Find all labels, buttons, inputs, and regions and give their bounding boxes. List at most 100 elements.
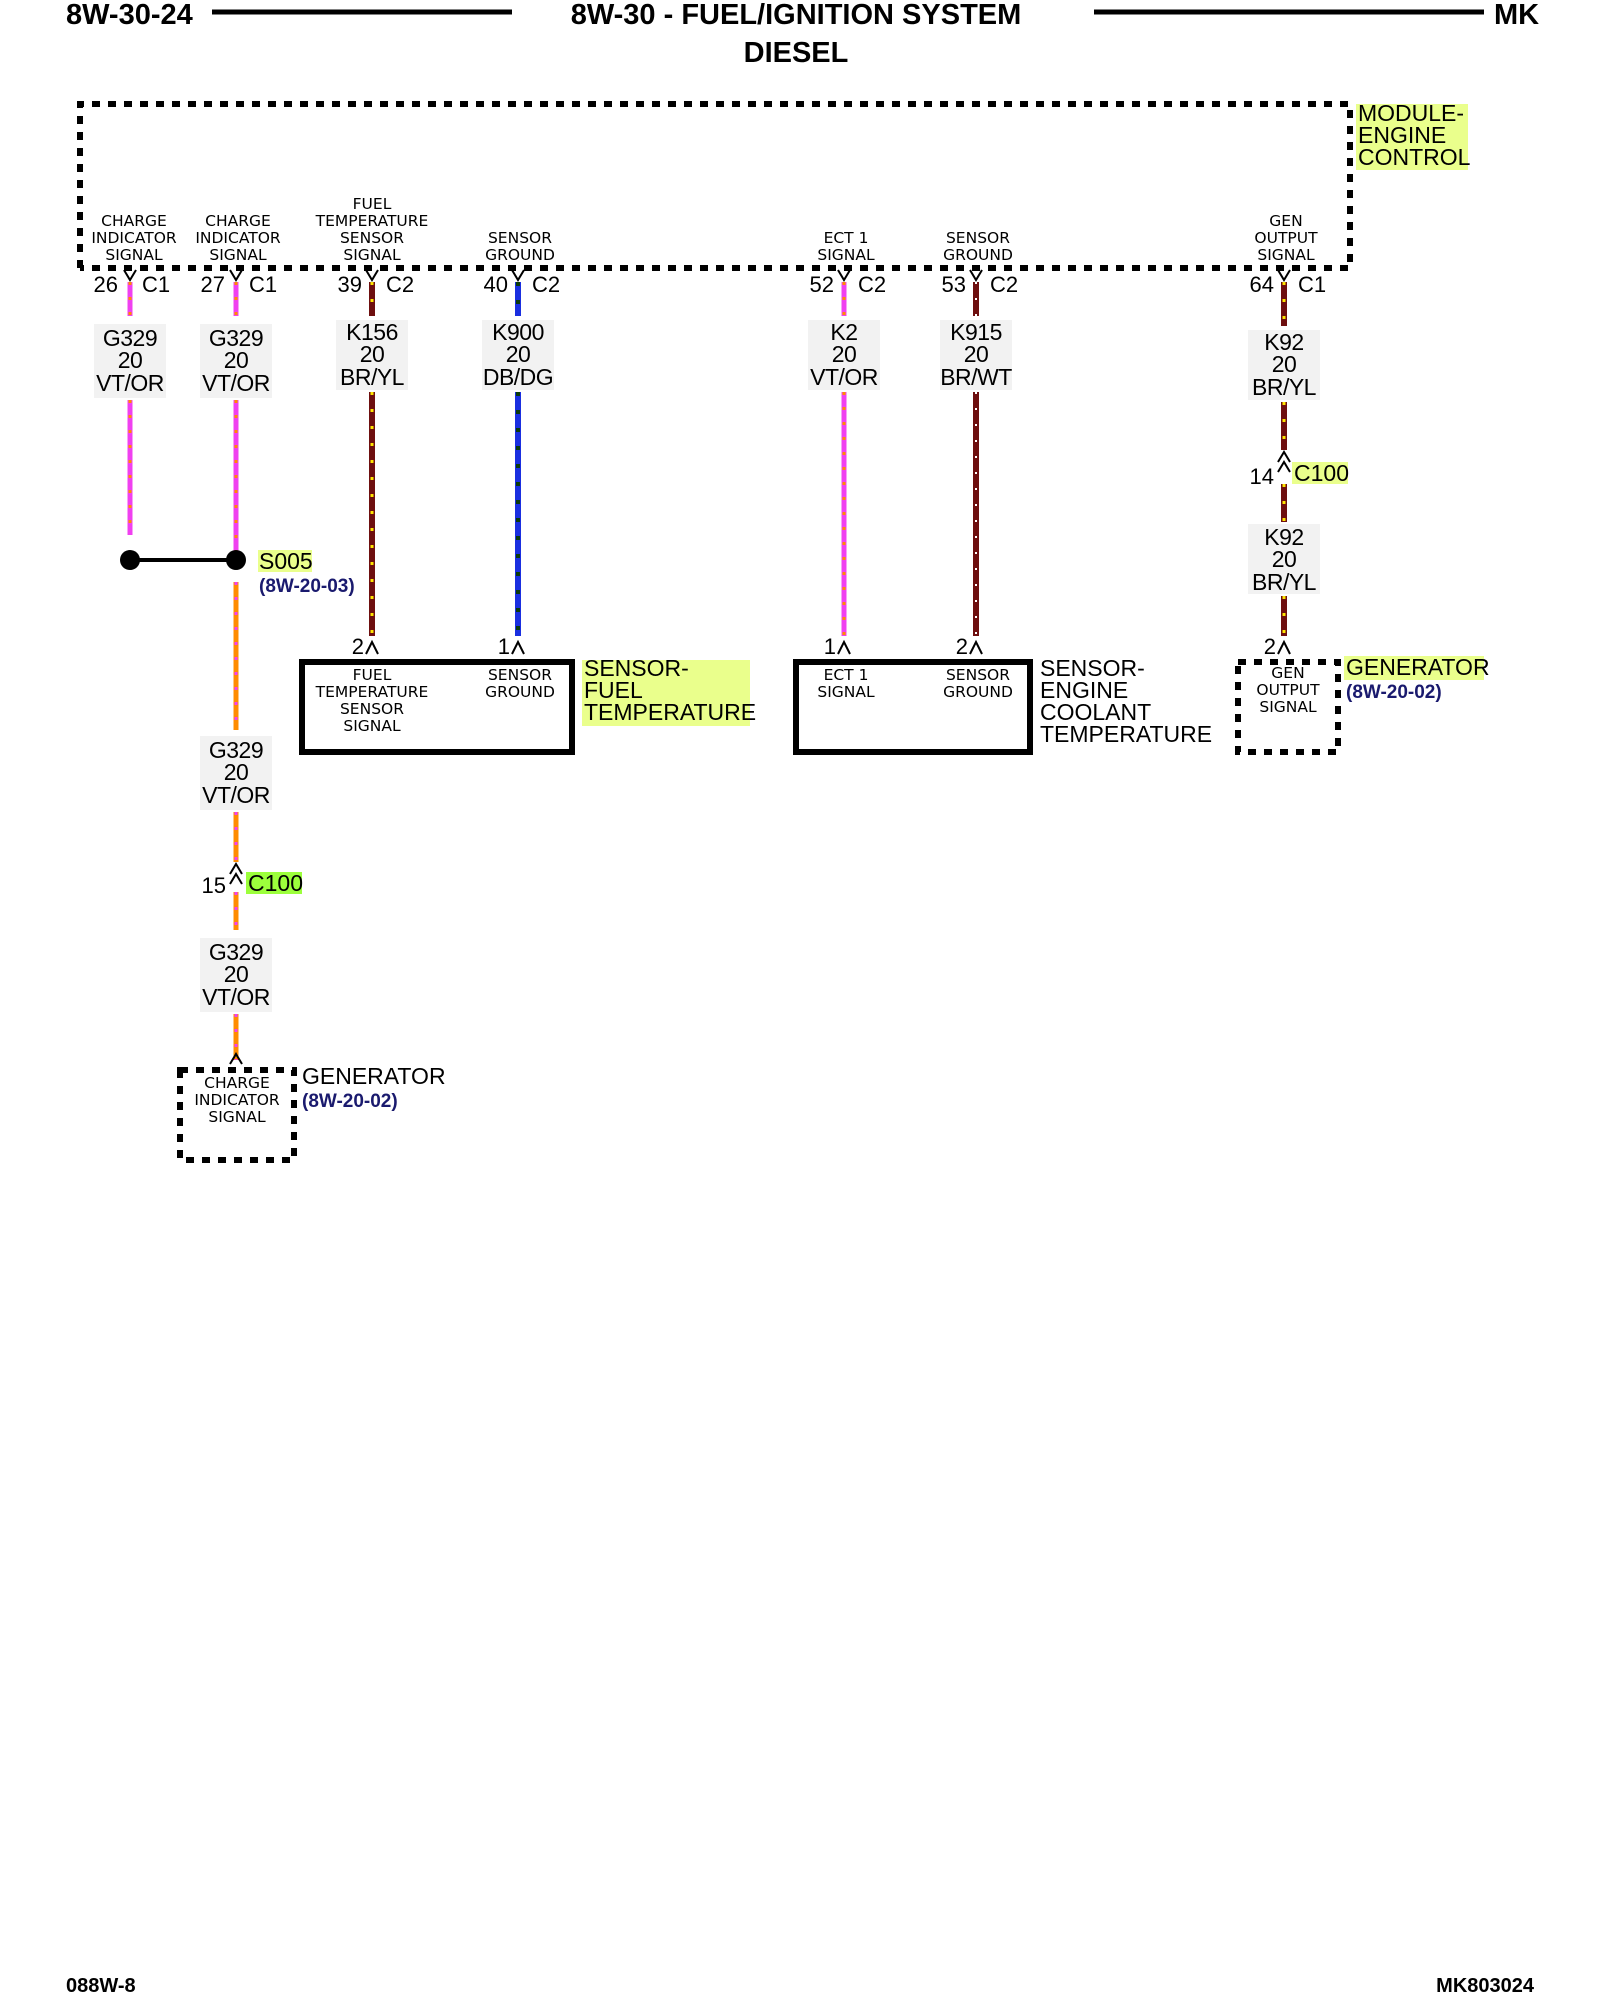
c100-14-name: C100 (1294, 460, 1349, 486)
pin-64-label: GEN OUTPUT SIGNAL (1254, 212, 1318, 264)
svg-text:BR/YL: BR/YL (1252, 569, 1317, 595)
svg-text:INDICATOR: INDICATOR (91, 229, 177, 247)
pin-52-label: ECT 1 SIGNAL (817, 229, 875, 264)
svg-text:BR/YL: BR/YL (1252, 374, 1317, 400)
generator-right-pin: 2 (1264, 634, 1276, 659)
svg-text:VT/OR: VT/OR (202, 370, 270, 396)
svg-text:OUTPUT: OUTPUT (1254, 229, 1318, 247)
wire-label-k92-lower: K92 20 BR/YL (1248, 524, 1320, 595)
svg-text:COOLANT: COOLANT (1040, 699, 1151, 725)
fuel-sensor-pin2-label: FUEL TEMPERATURE SENSOR SIGNAL (315, 666, 429, 735)
svg-text:20: 20 (118, 347, 143, 373)
wire-label-g329-26: G329 20 VT/OR (94, 324, 166, 398)
fuel-sensor-pin-1: 1 (498, 634, 510, 659)
pin-39-label: FUEL TEMPERATURE SENSOR SIGNAL (315, 195, 429, 264)
svg-text:SIGNAL: SIGNAL (1259, 698, 1317, 716)
svg-text:64: 64 (1250, 272, 1274, 297)
c100-15-pin: 15 (202, 873, 226, 898)
svg-text:VT/OR: VT/OR (810, 364, 878, 390)
ect-sensor-pin1-label: ECT 1 SIGNAL (817, 666, 875, 701)
svg-text:G329: G329 (209, 737, 263, 763)
svg-text:VT/OR: VT/OR (96, 370, 164, 396)
splice-ref: (8W-20-03) (259, 576, 355, 597)
svg-text:C2: C2 (990, 272, 1018, 297)
svg-text:52: 52 (810, 272, 834, 297)
svg-text:ECT 1: ECT 1 (824, 666, 869, 684)
svg-text:SENSOR: SENSOR (946, 229, 1010, 247)
module-name-line1: MODULE- (1358, 100, 1464, 126)
svg-text:C2: C2 (532, 272, 560, 297)
svg-text:K2: K2 (830, 319, 857, 345)
svg-text:G329: G329 (209, 325, 263, 351)
page-id: 8W-30-24 (66, 0, 193, 31)
splice-s005 (120, 550, 312, 572)
ect-sensor-name: SENSOR- ENGINE COOLANT TEMPERATURE (1040, 655, 1212, 747)
fuel-sensor-pin1-label: SENSOR GROUND (485, 666, 555, 701)
svg-text:OUTPUT: OUTPUT (1256, 681, 1320, 699)
svg-text:C2: C2 (858, 272, 886, 297)
generator-right (1235, 639, 1484, 755)
wire-label-g329-27: G329 20 VT/OR (200, 324, 272, 398)
pin-40-label: SENSOR GROUND (485, 229, 555, 264)
c100-14-pin: 14 (1250, 464, 1274, 489)
wire-label-g329-lower1: G329 20 VT/OR (200, 736, 272, 810)
module-name-highlight (1356, 104, 1468, 170)
svg-text:SIGNAL: SIGNAL (343, 246, 401, 264)
svg-text:G329: G329 (103, 325, 157, 351)
svg-text:TEMPERATURE: TEMPERATURE (315, 212, 429, 230)
generator-right-label: GEN OUTPUT SIGNAL (1256, 664, 1320, 716)
svg-text:SENSOR: SENSOR (340, 229, 404, 247)
svg-text:FUEL: FUEL (353, 195, 392, 213)
svg-text:SIGNAL: SIGNAL (105, 246, 163, 264)
model-code: MK (1494, 0, 1539, 31)
inline-connector-c100-15 (229, 862, 302, 894)
svg-text:20: 20 (964, 341, 989, 367)
svg-text:SIGNAL: SIGNAL (343, 717, 401, 735)
svg-text:FUEL: FUEL (353, 666, 392, 684)
engine-coolant-temperature-sensor (793, 639, 1033, 755)
svg-text:53: 53 (942, 272, 966, 297)
svg-text:20: 20 (224, 759, 249, 785)
svg-text:GROUND: GROUND (485, 683, 555, 701)
diagram-subtitle: DIESEL (744, 37, 849, 69)
svg-text:C1: C1 (249, 272, 277, 297)
svg-text:VT/OR: VT/OR (202, 782, 270, 808)
svg-text:ECT 1: ECT 1 (824, 229, 869, 247)
module-name-line2: ENGINE (1358, 122, 1446, 148)
svg-text:20: 20 (224, 961, 249, 987)
svg-text:C2: C2 (386, 272, 414, 297)
svg-text:SENSOR-: SENSOR- (1040, 655, 1145, 681)
generator-left-name: GENERATOR (302, 1063, 446, 1089)
svg-text:FUEL: FUEL (584, 677, 643, 703)
svg-text:20: 20 (1272, 351, 1297, 377)
svg-text:CHARGE: CHARGE (101, 212, 167, 230)
splice-name: S005 (259, 548, 313, 574)
svg-text:ENGINE: ENGINE (1040, 677, 1128, 703)
c100-15-name: C100 (248, 870, 303, 896)
pin-26-label: CHARGE INDICATOR SIGNAL (91, 212, 177, 264)
svg-text:SENSOR: SENSOR (488, 229, 552, 247)
svg-text:26: 26 (94, 272, 118, 297)
svg-text:SENSOR: SENSOR (488, 666, 552, 684)
pin-numbers: 26 C1 27 C1 39 C2 40 C2 52 C2 53 C2 64 C… (94, 272, 1327, 297)
svg-text:K900: K900 (492, 319, 544, 345)
ect-sensor-pin-2: 2 (956, 634, 968, 659)
svg-text:TEMPERATURE: TEMPERATURE (584, 699, 756, 725)
svg-text:K156: K156 (346, 319, 398, 345)
svg-text:20: 20 (832, 341, 857, 367)
svg-text:K92: K92 (1264, 524, 1303, 550)
svg-text:SENSOR: SENSOR (946, 666, 1010, 684)
module-terminal-marks (123, 269, 1291, 282)
svg-text:GROUND: GROUND (943, 683, 1013, 701)
svg-text:SENSOR: SENSOR (340, 700, 404, 718)
svg-text:INDICATOR: INDICATOR (194, 1091, 280, 1109)
svg-text:39: 39 (338, 272, 362, 297)
svg-text:SIGNAL: SIGNAL (209, 246, 267, 264)
generator-right-name: GENERATOR (1346, 654, 1490, 680)
svg-text:GEN: GEN (1271, 664, 1304, 682)
ect-sensor-pin-1: 1 (824, 634, 836, 659)
fuel-sensor-pin-2: 2 (352, 634, 364, 659)
pin-53-label: SENSOR GROUND (943, 229, 1013, 264)
svg-text:20: 20 (360, 341, 385, 367)
